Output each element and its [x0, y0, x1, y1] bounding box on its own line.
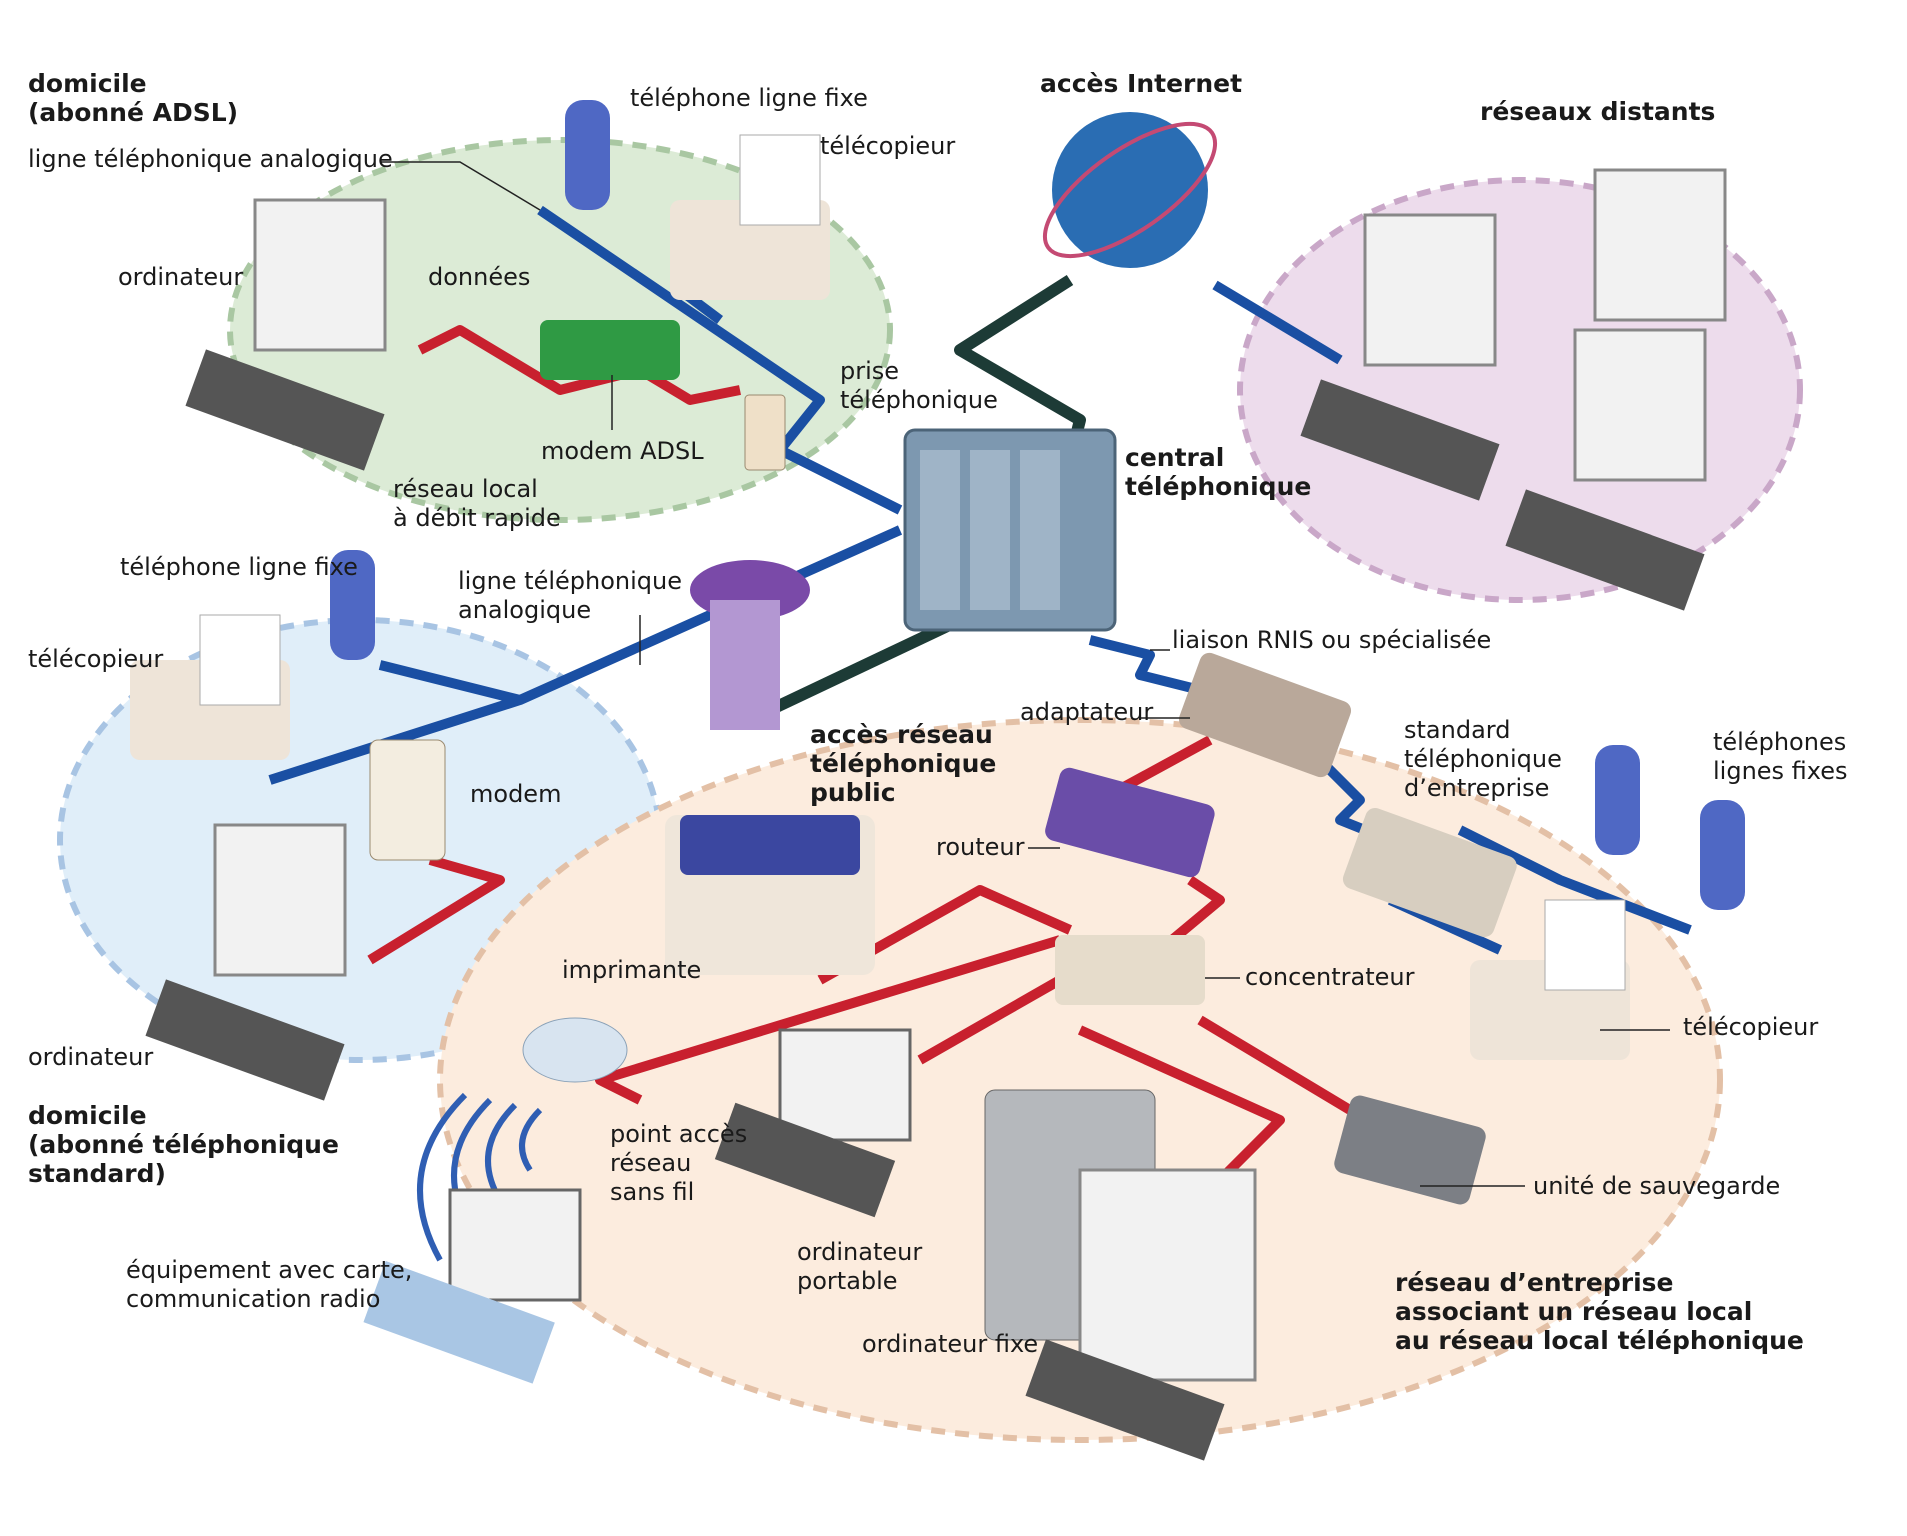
- adapter-icon: [1178, 652, 1352, 778]
- data-line-hub-backup: [1197, 1015, 1353, 1115]
- label-fast-lan: réseau local à débit rapide: [393, 475, 561, 532]
- printer-icon: [665, 815, 875, 975]
- label-fixed-phones-enterprise: téléphones lignes fixes: [1713, 728, 1848, 785]
- data-line-hub-laptop: [917, 975, 1063, 1065]
- data-line-hub-ap: [595, 935, 1062, 1105]
- public-phone-icon: [690, 560, 810, 730]
- computer-home-icon: [145, 823, 347, 1101]
- phone-line-adsl: [537, 205, 903, 515]
- label-public-network-access: accès réseau téléphonique public: [810, 720, 997, 807]
- phone-line-phone-home: [378, 660, 522, 705]
- label-wireless-device: équipement avec carte, communication rad…: [126, 1256, 413, 1313]
- zone-title-enterprise: réseau d’entreprise associant un réseau …: [1395, 1268, 1804, 1355]
- remote-computer-1-icon: [1300, 213, 1500, 501]
- label-router: routeur: [936, 833, 1025, 861]
- data-line-router-hub: [1156, 875, 1225, 954]
- adsl-modem-icon: [540, 320, 680, 380]
- label-adsl-modem: modem ADSL: [541, 437, 704, 465]
- phone-line-remote: [1212, 280, 1343, 365]
- zone-title-internet: accès Internet: [1040, 69, 1243, 98]
- wireless-laptop-icon: [363, 1188, 582, 1384]
- pbx-phones-line: [1457, 825, 1692, 935]
- hub-icon: [1055, 935, 1205, 1005]
- remote-computer-2-icon: [1593, 168, 1727, 322]
- label-modem: modem: [470, 780, 562, 808]
- fax-home-icon: [130, 614, 290, 760]
- zone-title-remote-networks: réseaux distants: [1480, 97, 1716, 126]
- public-network-link: [767, 614, 963, 716]
- phone-jack-icon: [744, 394, 786, 471]
- telephone-exchange-icon: [903, 428, 1117, 632]
- zone-title-adsl-home: domicile (abonné ADSL): [28, 69, 239, 127]
- fixed-phone-enterprise-2-icon: [1700, 800, 1745, 910]
- isdn-link: [1088, 635, 1202, 695]
- router-icon: [1045, 767, 1215, 878]
- zone-title-standard-home: domicile (abonné téléphonique standard): [28, 1101, 339, 1188]
- leader-analog-line-adsl: [380, 161, 541, 211]
- backup-unit-icon: [1334, 1095, 1486, 1205]
- label-fixed-phone-home: téléphone ligne fixe: [120, 553, 358, 581]
- label-pbx: standard téléphonique d’entreprise: [1404, 716, 1562, 802]
- label-telephone-exchange: central téléphonique: [1125, 443, 1312, 501]
- label-computer-adsl: ordinateur: [118, 263, 244, 291]
- fax-enterprise-icon: [1470, 899, 1630, 1060]
- fixed-phone-enterprise-1-icon: [1595, 745, 1640, 855]
- label-backup-unit: unité de sauvegarde: [1533, 1172, 1781, 1200]
- fixed-phone-home-icon: [330, 550, 375, 660]
- remote-computer-3-icon: [1505, 328, 1707, 611]
- globe-icon: [1042, 112, 1218, 268]
- label-computer-home: ordinateur: [28, 1043, 154, 1071]
- label-laptop: ordinateur portable: [797, 1238, 923, 1295]
- desktop-monitor-icon: [1025, 1168, 1257, 1461]
- label-fax-adsl: télécopieur: [820, 132, 956, 160]
- label-analog-line-adsl: ligne téléphonique analogique: [28, 145, 393, 173]
- label-adapter: adaptateur: [1020, 698, 1154, 726]
- modem-icon: [369, 739, 446, 861]
- pbx-icon: [1342, 807, 1517, 937]
- fixed-phone-adsl-icon: [565, 100, 610, 210]
- label-fixed-phone-adsl: téléphone ligne fixe: [630, 84, 868, 112]
- label-wifi-access-point: point accès réseau sans fil: [610, 1120, 748, 1206]
- data-line-modem: [367, 855, 505, 965]
- label-desktop: ordinateur fixe: [862, 1330, 1039, 1358]
- label-hub: concentrateur: [1245, 963, 1415, 991]
- wifi-access-point-icon: [522, 1017, 628, 1083]
- label-data: données: [428, 263, 531, 291]
- computer-adsl-icon: [185, 198, 387, 471]
- fax-adsl-icon: [670, 134, 830, 300]
- laptop-icon: [714, 1028, 912, 1218]
- label-fax-enterprise: télécopieur: [1683, 1013, 1819, 1041]
- label-fax-home: télécopieur: [28, 645, 164, 673]
- label-isdn-link: liaison RNIS ou spécialisée: [1172, 626, 1492, 654]
- label-printer: imprimante: [562, 956, 702, 984]
- label-phone-jack: prise téléphonique: [840, 357, 998, 414]
- label-analog-line-home: ligne téléphonique analogique: [458, 567, 683, 624]
